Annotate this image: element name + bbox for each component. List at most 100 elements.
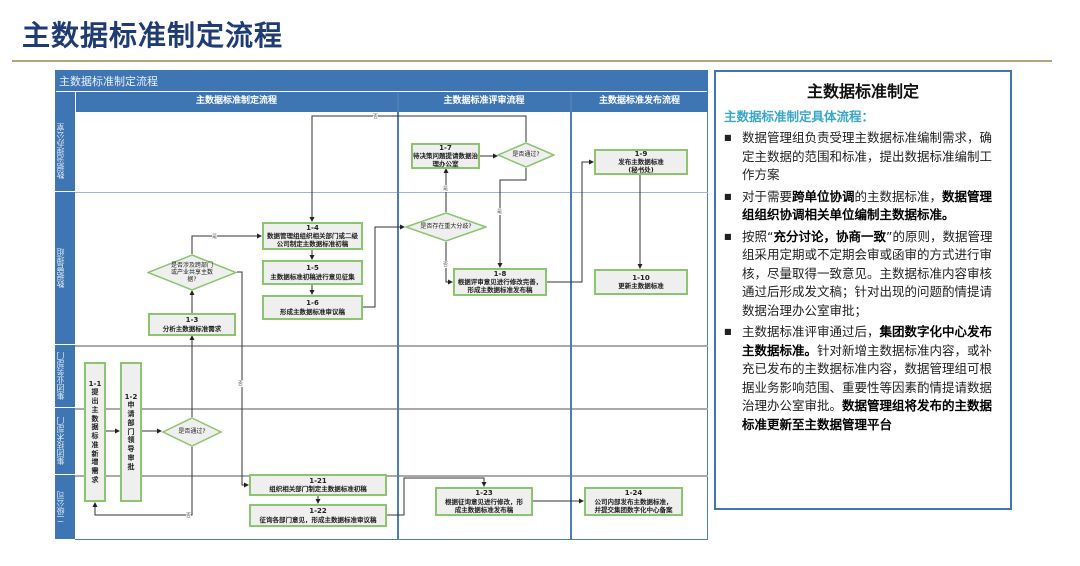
bullet-bold: 数据管理组将发布的主数据标准更新至主数据管理平台 [742, 398, 993, 432]
node-id: 1-10 [632, 273, 650, 282]
bullet-text: 按照“ [742, 228, 774, 244]
page-title: 主数据标准制定流程 [22, 19, 284, 52]
bullet-bold: 集团数字化中心发布主数据标准。 [742, 324, 993, 358]
edge-cross-no-to-1-21 [237, 271, 249, 488]
node-subtext: (秘书处) [628, 166, 654, 175]
node-text: 组织相关部门制定主数据标准初稿 [269, 485, 367, 494]
decision-pass-review: 是否通过? [497, 142, 555, 168]
node-id: 1-3 [185, 316, 199, 325]
bullet-icon: ■ [724, 133, 732, 142]
column-header-define: 主数据标准制定流程 [75, 92, 397, 112]
edge-label-no: 否 [186, 512, 192, 519]
edge-1-22-to-1-23 [387, 477, 487, 516]
decision-pass-approval: 是否通过? [162, 417, 222, 447]
node-id: 1-5 [306, 264, 319, 273]
lane-divider [75, 345, 708, 347]
decision-cross-unit: 是否涉及跨部门或产业共享主数据? [147, 254, 237, 291]
bullet-bold: 数据管理组组织协调相关单位编制主数据标准。 [742, 188, 993, 223]
edge-label-yes: 是 [443, 185, 449, 192]
bullet-item: ■ 数据管理组负责受理主数据标准编制需求，确定主数据的范围和标准，提出数据标准编制… [724, 129, 1002, 185]
diagram-title: 主数据标准制定流程 [55, 70, 708, 91]
node-text: 公司内部发布主数据标准，并提交集团数字化中心备案 [594, 497, 673, 514]
bullet-item: ■ 按照“充分讨论，协商一致”的原则，数据管理组采用定期或不定期会审或函审的方式进… [724, 228, 1002, 321]
node-text: 形成主数据标准审议稿 [280, 307, 345, 316]
column-divider [397, 92, 399, 540]
title-divider [12, 60, 1052, 62]
node-text: 更新主数据标准 [618, 282, 664, 291]
bullet-bold: 充分讨论，协商一致 [773, 228, 886, 244]
bullet-text: 的主数据标准， [854, 188, 943, 204]
panel-title: 主数据标准制定 [806, 82, 919, 101]
decision-text: 是否通过? [178, 428, 206, 436]
lane-divider [75, 408, 708, 410]
panel-subtitle: 主数据标准制定具体流程： [724, 109, 875, 124]
bullet-item: ■ 对于需要跨单位协调的主数据标准，数据管理组组织协调相关单位编制主数据标准。 [724, 188, 1002, 225]
node-id: 1-4 [306, 223, 319, 232]
node-text: 主数据标准初稿进行意见征集 [270, 272, 355, 281]
edge-label-no: 否 [238, 380, 244, 387]
bullet-bold: 跨单位协调 [792, 188, 855, 204]
node-id: 1-8 [493, 269, 507, 278]
node-id: 1-22 [309, 507, 327, 516]
bullet-icon: ■ [724, 191, 732, 201]
node-id: 1-21 [309, 476, 327, 485]
decision-major-dispute: 是否存在重大分歧? [405, 212, 487, 242]
bullet-text: 针对新增主数据标准内容，或补充已发布的主数据标准内容，数据管理组可根据业务影响范… [742, 342, 993, 414]
node-text: 待决策问题提请数据治理办公室 [413, 152, 478, 169]
bullet-text: 主数据标准评审通过后， [742, 324, 880, 339]
edge-decision-no-to-1-1 [92, 447, 193, 516]
node-text: 提出主数据标准新增需求 [91, 388, 99, 484]
lane-divider [75, 475, 708, 477]
node-text: 数据管理组组织相关部门或二级公司制定主数据标准初稿 [267, 232, 358, 249]
bullet-item: ■ 主数据标准评审通过后，集团数字化中心发布主数据标准。针对新增主数据标准内容，或… [724, 323, 1002, 434]
flow-diagram [55, 70, 708, 540]
edge-label-yes: 是 [212, 233, 218, 240]
node-text: 根据征询意见进行修改，形成主数据标准发布稿 [445, 497, 523, 514]
node-id: 1-9 [634, 149, 648, 158]
node-id: 1-7 [439, 143, 452, 152]
node-id: 1-23 [475, 489, 493, 497]
bullet-text: 对于需要 [742, 188, 793, 204]
node-text: 根据评审意见进行修改完善，形成主数据标准发布稿 [457, 278, 543, 295]
description-panel: 主数据标准制定 主数据标准制定具体流程： ■ 数据管理组负责受理主数据标准编制需求… [714, 70, 1012, 510]
bullet-icon: ■ [724, 231, 732, 241]
edge-cross-yes-to-1-4 [191, 233, 262, 254]
edge-label-no: 否 [443, 261, 449, 268]
node-id: 1-1 [88, 379, 102, 388]
edge-pass-no-to-1-4 [309, 115, 527, 222]
decision-text: 是否通过? [512, 151, 540, 159]
node-id: 1-2 [124, 392, 138, 401]
edge-label-no: 否 [373, 113, 379, 120]
node-id: 1-24 [624, 489, 643, 497]
lane-divider [75, 192, 708, 193]
decision-text: 是否存在重大分歧? [420, 223, 472, 231]
edge-label-yes: 是 [497, 208, 503, 215]
bullet-icon: ■ [724, 327, 732, 336]
node-text: 征询各部门意见，形成主数据标准审议稿 [259, 515, 377, 524]
node-id: 1-6 [306, 299, 319, 308]
edge-pass-yes-to-1-8 [497, 168, 527, 268]
edge-1-8-to-1-9 [547, 159, 594, 283]
node-text: 申请部门领导审批 [127, 401, 135, 471]
node-text: 分析主数据标准需求 [162, 324, 222, 333]
column-divider [570, 92, 572, 540]
bullet-text: 数据管理组负责受理主数据标准编制需求，确定主数据的范围和标准，提出数据标准编制工… [742, 130, 993, 182]
bullet-text: ”的原则，数据管理组采用定期或不定期会审或函审的方式进行审核，尽量取得一致意见。… [742, 228, 993, 318]
edge-dispute-no-to-1-8 [445, 242, 453, 285]
node-text: 发布主数据标准 [618, 158, 664, 167]
edge-1-6-to-dispute [363, 224, 405, 308]
